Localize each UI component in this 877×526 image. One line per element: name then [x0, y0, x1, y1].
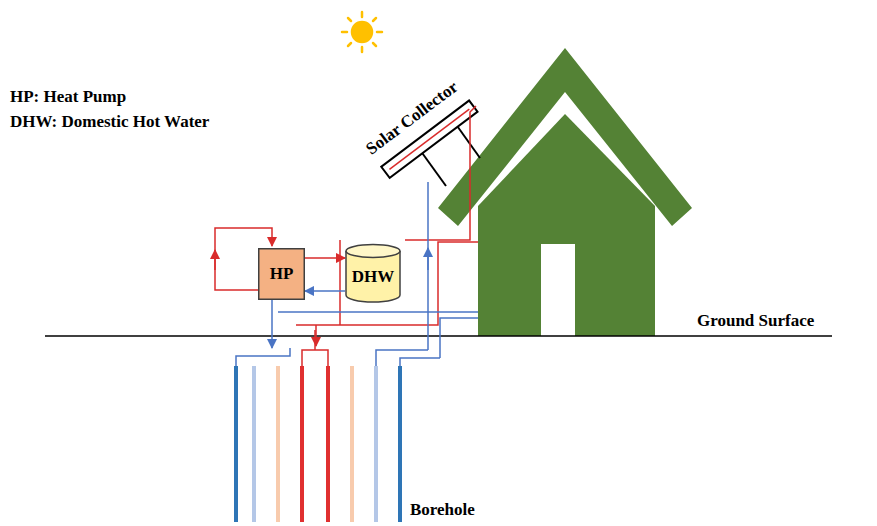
- borehole-pipes: [236, 366, 400, 522]
- borehole-headers: [236, 330, 440, 366]
- heat-pump-box: HP: [258, 248, 305, 300]
- hot-water-tank: DHW: [345, 244, 401, 302]
- sun: [342, 12, 382, 52]
- pipes: [215, 106, 478, 358]
- pipe-connector: [305, 290, 345, 292]
- ground-line: [45, 335, 832, 337]
- borehole-label: Borehole: [410, 500, 475, 520]
- node-text: HP: [270, 264, 294, 284]
- pipe-connector: [305, 257, 345, 259]
- node-text: DHW: [352, 267, 395, 287]
- ground-label: Ground Surface: [697, 311, 814, 331]
- house: [438, 48, 692, 336]
- legend-note: DHW: Domestic Hot Water: [10, 112, 209, 132]
- legend-note: HP: Heat Pump: [10, 87, 126, 107]
